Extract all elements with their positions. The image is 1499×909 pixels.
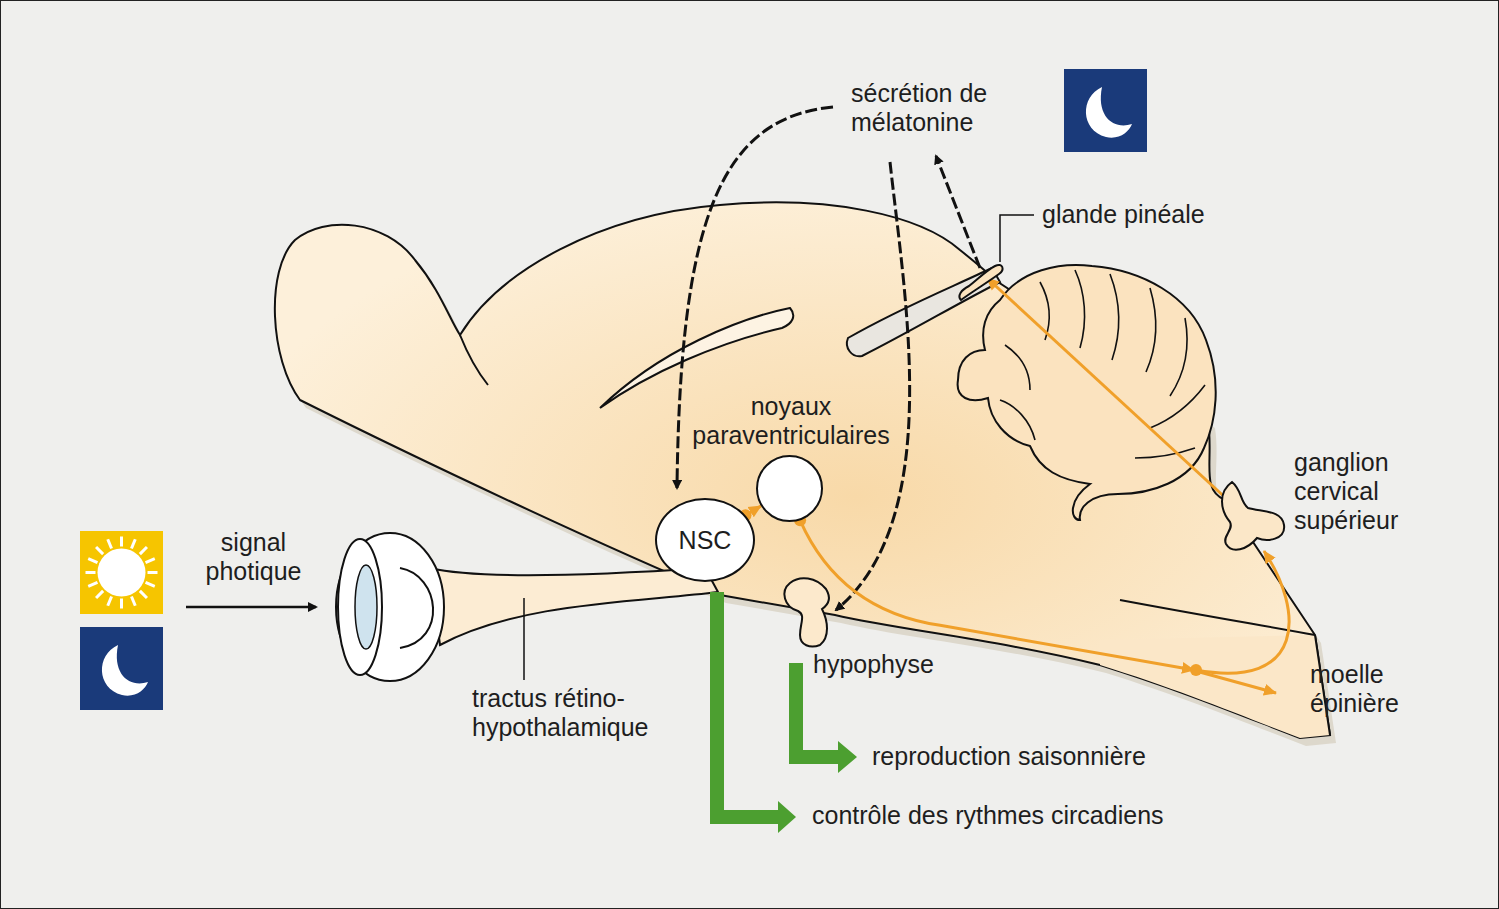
ganglion-shape: ganglion cervical supérieur xyxy=(1212,480,1285,555)
cerebellum-folia xyxy=(1000,270,1205,458)
sun-ray xyxy=(131,539,135,548)
pituitary-shape: hypophyse xyxy=(776,575,832,648)
moon-icon xyxy=(80,627,163,710)
eye xyxy=(336,533,444,681)
melatonin-arrow xyxy=(836,162,910,610)
spinal-cord-region: moelle épinière xyxy=(1190,630,1300,730)
pathway-dot xyxy=(1190,664,1202,676)
node-shape xyxy=(955,260,1003,302)
melatonin-arrow xyxy=(936,156,980,268)
spinal-cord xyxy=(1100,635,1330,738)
sun-disc xyxy=(98,549,146,597)
sun-icon xyxy=(80,531,163,614)
node-label: hypophyse xyxy=(813,650,1013,679)
leader-line xyxy=(523,598,525,680)
sun-ray xyxy=(108,539,112,548)
cerebellum xyxy=(958,265,1216,520)
node-outline xyxy=(784,578,829,646)
sun-ray xyxy=(108,597,112,606)
label-text: reproduction saisonnière xyxy=(872,742,1202,771)
sun-ray xyxy=(140,547,147,554)
neural-pathway xyxy=(1196,551,1289,673)
node-label: noyaux paraventriculaires xyxy=(666,392,916,450)
label-text: signal photique xyxy=(186,528,321,586)
node-label: ganglion cervical supérieur xyxy=(1294,448,1429,535)
sun-ray xyxy=(120,599,123,609)
sun-ray xyxy=(86,571,96,574)
label-text: tractus rétino-hypothalamique xyxy=(472,684,692,742)
node-label: moelle épinière xyxy=(1310,660,1430,718)
output-arrowhead xyxy=(838,741,857,773)
brain-outline xyxy=(275,202,1330,738)
sun-ray xyxy=(96,547,103,554)
output-arrowhead xyxy=(778,801,796,833)
sun-ray xyxy=(140,591,147,598)
node-label: glande pinéale xyxy=(1042,200,1262,229)
leader-line xyxy=(1000,215,1034,262)
paraventricular-circle: noyaux paraventriculaires xyxy=(756,455,823,522)
moon-icon xyxy=(1064,69,1147,152)
node-label: NSC xyxy=(657,526,753,555)
spinal-cord-edge xyxy=(1120,600,1330,735)
label-text: sécrétion de mélatonine xyxy=(851,79,1051,137)
moon-crescent xyxy=(102,645,148,696)
node-shape xyxy=(1212,480,1285,555)
optic-nerve xyxy=(430,568,718,645)
sun-ray xyxy=(131,597,135,606)
label-text: contrôle des rythmes circadiens xyxy=(812,801,1232,830)
sun-rays xyxy=(86,537,158,609)
node-outline xyxy=(959,265,1002,300)
sun-ray xyxy=(146,559,155,563)
signal-arrow xyxy=(186,606,316,609)
sun-ray xyxy=(96,591,103,598)
sun-ray xyxy=(88,582,97,586)
neural-pathway xyxy=(987,278,1230,502)
nsc-ellipse: NSC xyxy=(655,498,755,582)
sun-ray xyxy=(146,582,155,586)
sun-ray xyxy=(148,571,158,574)
pineal-gland: glande pinéale xyxy=(955,260,1003,302)
moon-crescent xyxy=(1086,87,1132,138)
olfactory-fold xyxy=(460,335,488,385)
sun-ray xyxy=(120,537,123,547)
lens xyxy=(355,565,377,649)
sun-ray xyxy=(88,559,97,563)
output-arrow xyxy=(717,592,782,817)
eye-rim xyxy=(338,539,382,675)
node-outline xyxy=(1222,482,1284,550)
retina xyxy=(400,568,433,648)
neural-pathway xyxy=(800,520,1194,670)
node-shape xyxy=(776,575,832,648)
